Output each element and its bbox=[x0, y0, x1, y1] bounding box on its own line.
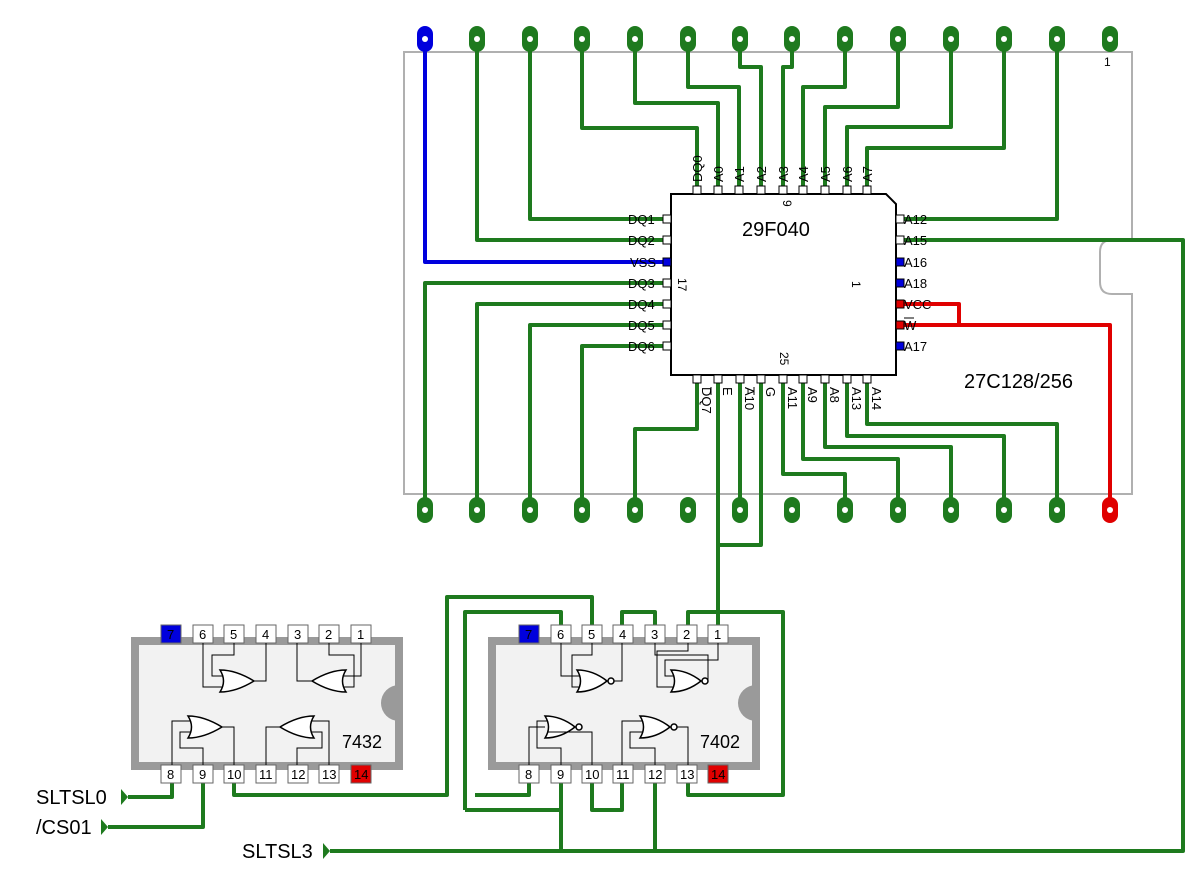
pin-label-a10: A10 bbox=[742, 387, 757, 410]
ic7402-pin-5: 5 bbox=[588, 627, 595, 642]
pin-label-a5: A5 bbox=[818, 166, 833, 182]
ic7432-pin-14: 14 bbox=[354, 767, 368, 782]
pin-label-dq1: DQ1 bbox=[628, 212, 655, 227]
pin-label-dq5: DQ5 bbox=[628, 318, 655, 333]
signal-sltsl3: SLTSL3 bbox=[242, 841, 313, 863]
pin-label-a15: A15 bbox=[904, 233, 927, 248]
pin-label-dq3: DQ3 bbox=[628, 276, 655, 291]
ic7402-pin-13: 13 bbox=[680, 767, 694, 782]
ic7402-pin-8: 8 bbox=[525, 767, 532, 782]
pin-label-dq4: DQ4 bbox=[628, 297, 655, 312]
pin-label-a7: A7 bbox=[860, 166, 875, 182]
ic7402-pin-2: 2 bbox=[683, 627, 690, 642]
pin-label-a4: A4 bbox=[796, 166, 811, 182]
pin-marker-1: 1 bbox=[849, 281, 863, 288]
ic7402-pin-6: 6 bbox=[557, 627, 564, 642]
pin-label-a9: A9 bbox=[805, 387, 820, 403]
pin-marker-17: 17 bbox=[675, 278, 689, 292]
ic7432-pin-8: 8 bbox=[167, 767, 174, 782]
pin-marker-9: 9 bbox=[780, 200, 794, 207]
ic7402-pin-1: 1 bbox=[714, 627, 721, 642]
signal-wires bbox=[108, 40, 1185, 853]
pin-label-dq7: DQ7 bbox=[699, 387, 714, 414]
socket-bottom-pads bbox=[417, 497, 1118, 523]
pin-label-w: W bbox=[904, 318, 917, 333]
pin-label-a2: A2 bbox=[754, 166, 769, 182]
ic-7432: 7 6 5 4 3 2 1 8 9 10 11 12 13 14 bbox=[131, 624, 403, 784]
ic7432-pin-5: 5 bbox=[230, 627, 237, 642]
pin-label-vcc: VCC bbox=[904, 297, 931, 312]
flash-chip-29f040: 29F040 bbox=[628, 155, 931, 413]
ic7432-pin-12: 12 bbox=[291, 767, 305, 782]
pin-label-a1: A1 bbox=[732, 166, 747, 182]
pin-label-a13: A13 bbox=[849, 387, 864, 410]
socket-top-pads bbox=[417, 26, 1118, 52]
ic7402-pin-14: 14 bbox=[711, 767, 725, 782]
pin-label-g: G bbox=[763, 387, 778, 397]
ic7432-pin-4: 4 bbox=[262, 627, 269, 642]
ic7432-pin-13: 13 bbox=[322, 767, 336, 782]
pin-label-a3: A3 bbox=[776, 166, 791, 182]
ic7432-pin-2: 2 bbox=[325, 627, 332, 642]
ic7432-pin-9: 9 bbox=[199, 767, 206, 782]
signal-labels: SLTSL0 /CS01 SLTSL3 bbox=[36, 787, 330, 863]
pin-label-a18: A18 bbox=[904, 276, 927, 291]
pin-label-a11: A11 bbox=[785, 387, 800, 409]
ic7432-pin-1: 1 bbox=[357, 627, 364, 642]
ic-7402: 7 6 5 4 3 2 1 8 9 10 11 12 13 14 bbox=[488, 624, 760, 784]
signal-cs01: /CS01 bbox=[36, 817, 92, 839]
pin-label-a16: A16 bbox=[904, 255, 927, 270]
ic7432-pin-10: 10 bbox=[227, 767, 241, 782]
ic7432-pin-11: 11 bbox=[259, 767, 273, 782]
ic7402-pin-7: 7 bbox=[525, 627, 532, 642]
socket-pin1-marker: 1 bbox=[1104, 55, 1111, 69]
power-wires bbox=[899, 302, 1112, 510]
ic7402-pin-10: 10 bbox=[585, 767, 599, 782]
pin-label-vss: VSS bbox=[630, 255, 656, 270]
signal-sltsl0: SLTSL0 bbox=[36, 787, 107, 809]
ic7402-title: 7402 bbox=[700, 732, 740, 752]
ic7402-pin-11: 11 bbox=[616, 767, 630, 782]
ic7432-title: 7432 bbox=[342, 732, 382, 752]
ic7432-gates bbox=[186, 669, 348, 739]
pin-label-dq2: DQ2 bbox=[628, 233, 655, 248]
pin-marker-25: 25 bbox=[777, 352, 791, 366]
pin-label-a12: A12 bbox=[904, 212, 927, 227]
ic7432-pin-6: 6 bbox=[199, 627, 206, 642]
pin-label-e: E bbox=[720, 387, 735, 396]
ic7402-pin-3: 3 bbox=[651, 627, 658, 642]
ic7402-pin-12: 12 bbox=[648, 767, 662, 782]
pin-label-a14: A14 bbox=[869, 387, 884, 410]
pin-label-dq6: DQ6 bbox=[628, 339, 655, 354]
pin-label-a0: A0 bbox=[711, 166, 726, 182]
ic7432-pin-7: 7 bbox=[167, 627, 174, 642]
ic7432-pin-3: 3 bbox=[294, 627, 301, 642]
pin-label-dq0: DQ0 bbox=[690, 155, 705, 182]
socket-part-label: 27C128/256 bbox=[964, 371, 1073, 393]
ic7402-pin-4: 4 bbox=[619, 627, 626, 642]
pin-label-a17: A17 bbox=[904, 339, 927, 354]
pin-label-a8: A8 bbox=[827, 387, 842, 403]
flash-chip-title: 29F040 bbox=[742, 219, 810, 241]
pin-label-a6: A6 bbox=[840, 166, 855, 182]
ic7402-pin-9: 9 bbox=[557, 767, 564, 782]
